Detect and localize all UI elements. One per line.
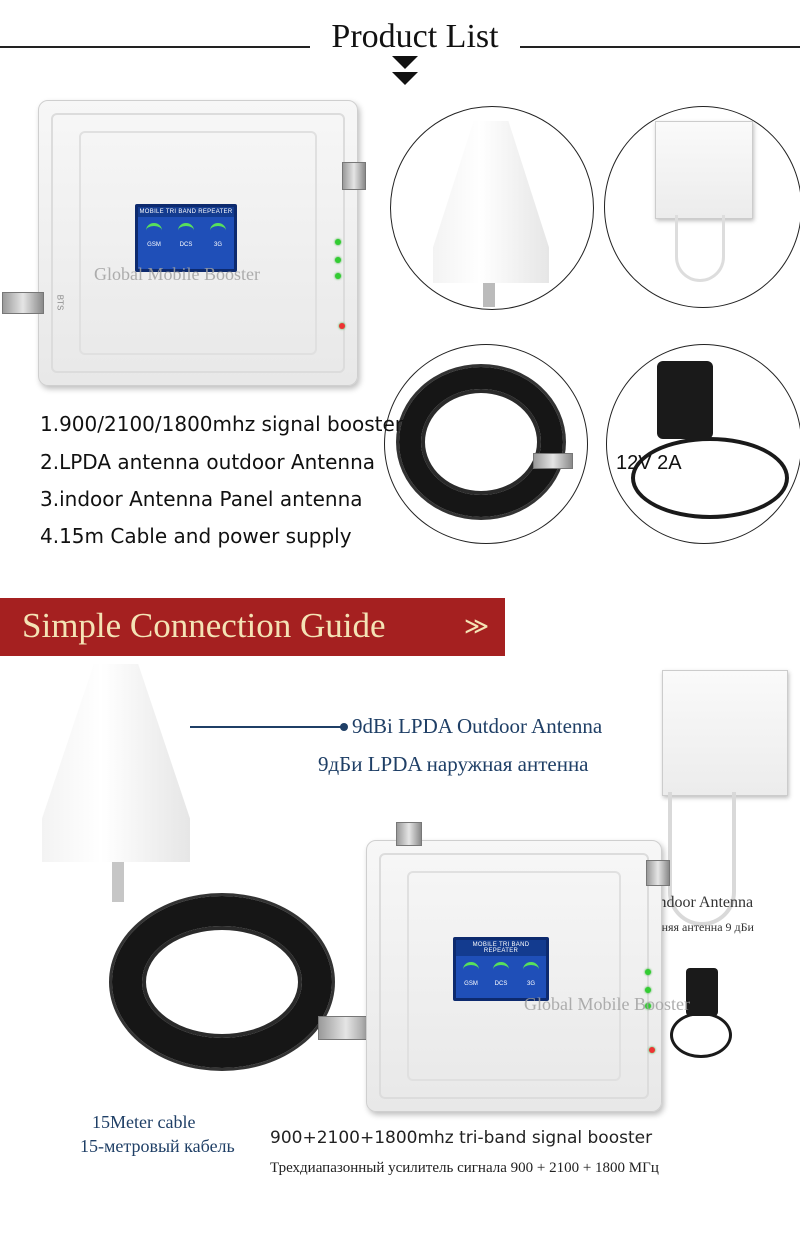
status-led xyxy=(335,239,341,245)
ntype-connector xyxy=(646,860,670,886)
band-label: 3G xyxy=(213,242,222,248)
power-led xyxy=(649,1047,655,1053)
header-rule-left xyxy=(0,46,310,48)
power-label: 12V 2A xyxy=(616,452,682,474)
panel-cable xyxy=(675,215,725,282)
lpda-antenna-image xyxy=(390,106,594,310)
device-display-title: MOBILE TRI BAND REPEATER xyxy=(138,207,234,217)
signal-icon xyxy=(493,962,509,977)
watermark: Global Mobile Booster xyxy=(524,994,690,1014)
band-label: GSM xyxy=(464,981,478,987)
list-item: 4.15m Cable and power supply xyxy=(40,524,352,548)
indoor-antenna-cable xyxy=(668,792,736,926)
signal-icon xyxy=(178,223,194,238)
power-led xyxy=(339,323,345,329)
adapter-cable xyxy=(631,437,789,519)
section-banner: Simple Connection Guide ≫ xyxy=(0,598,505,656)
band-label: DCS xyxy=(494,981,508,987)
cable-image xyxy=(384,344,588,544)
device-ridge xyxy=(51,113,345,373)
indoor-antenna-image xyxy=(662,670,788,796)
band-indicator: 3G xyxy=(523,962,539,987)
band-indicator: DCS xyxy=(178,223,194,248)
list-item: 3.indoor Antenna Panel antenna xyxy=(40,487,363,511)
signal-icon xyxy=(523,962,539,977)
ntype-connector xyxy=(396,822,422,846)
booster-label-en: 900+2100+1800mhz tri-band signal booster xyxy=(270,1128,653,1148)
double-chevron-icon: ≫ xyxy=(464,614,490,640)
status-led xyxy=(335,257,341,263)
band-indicator: DCS xyxy=(493,962,509,987)
panel-antenna-image xyxy=(604,106,800,308)
outdoor-antenna-pointer xyxy=(190,726,342,728)
signal-icon xyxy=(463,962,479,977)
device-ridge xyxy=(79,131,317,355)
repeater-device-image: MOBILE TRI BAND REPEATER GSM DCS 3G xyxy=(366,840,662,1112)
ntype-connector xyxy=(342,162,366,190)
cable-image xyxy=(112,896,332,1068)
outdoor-antenna-image xyxy=(42,664,190,862)
pointer-dot xyxy=(340,723,348,731)
band-label: GSM xyxy=(147,242,161,248)
antenna-mount xyxy=(112,862,124,902)
adapter-body xyxy=(657,361,713,439)
section-title: Simple Connection Guide xyxy=(22,606,386,645)
signal-icon xyxy=(210,223,226,238)
outdoor-antenna-label-ru: 9дБи LPDA наружная антенна xyxy=(318,752,589,776)
repeater-device-image: MOBILE TRI BAND REPEATER GSM DCS 3G Glob… xyxy=(38,100,358,386)
power-adapter-image xyxy=(686,968,718,1016)
device-display: MOBILE TRI BAND REPEATER GSM DCS 3G xyxy=(453,937,549,1001)
ntype-connector xyxy=(533,453,573,469)
outdoor-antenna-label-en: 9dBi LPDA Outdoor Antenna xyxy=(352,714,603,738)
header-rule-right xyxy=(520,46,800,48)
lpda-antenna-shape xyxy=(433,121,549,283)
band-indicator: GSM xyxy=(463,962,479,987)
device-ridge xyxy=(407,871,621,1081)
power-adapter-image xyxy=(606,344,800,544)
list-item: 2.LPDA antenna outdoor Antenna xyxy=(40,450,376,474)
device-display-title: MOBILE TRI BAND REPEATER xyxy=(456,940,546,956)
band-label: 3G xyxy=(526,981,535,987)
status-led xyxy=(335,273,341,279)
ntype-connector xyxy=(2,292,44,314)
device-ridge xyxy=(379,853,649,1099)
adapter-cable xyxy=(670,1012,732,1058)
cable-label-ru: 15-метровый кабель xyxy=(80,1136,235,1156)
device-display: MOBILE TRI BAND REPEATER GSM DCS 3G xyxy=(135,204,237,272)
status-led xyxy=(645,987,651,993)
watermark: Global Mobile Booster xyxy=(94,264,260,284)
band-indicator: GSM xyxy=(146,223,162,248)
panel-antenna-shape xyxy=(655,121,753,219)
booster-label-ru: Трехдиапазонный усилитель сигнала 900 + … xyxy=(270,1160,659,1176)
signal-icon xyxy=(146,223,162,238)
status-led xyxy=(645,1003,651,1009)
cable-label-en: 15Meter cable xyxy=(92,1112,196,1132)
down-arrow-icon xyxy=(392,56,418,69)
band-indicator: 3G xyxy=(210,223,226,248)
down-arrow-icon xyxy=(392,72,418,85)
cable-coil xyxy=(399,367,563,517)
band-label: DCS xyxy=(179,242,193,248)
list-item: 1.900/2100/1800mhz signal booster xyxy=(40,412,404,436)
status-led xyxy=(645,969,651,975)
antenna-mount xyxy=(483,283,495,307)
page-title: Product List xyxy=(331,18,499,55)
port-label: BTS xyxy=(55,294,65,311)
